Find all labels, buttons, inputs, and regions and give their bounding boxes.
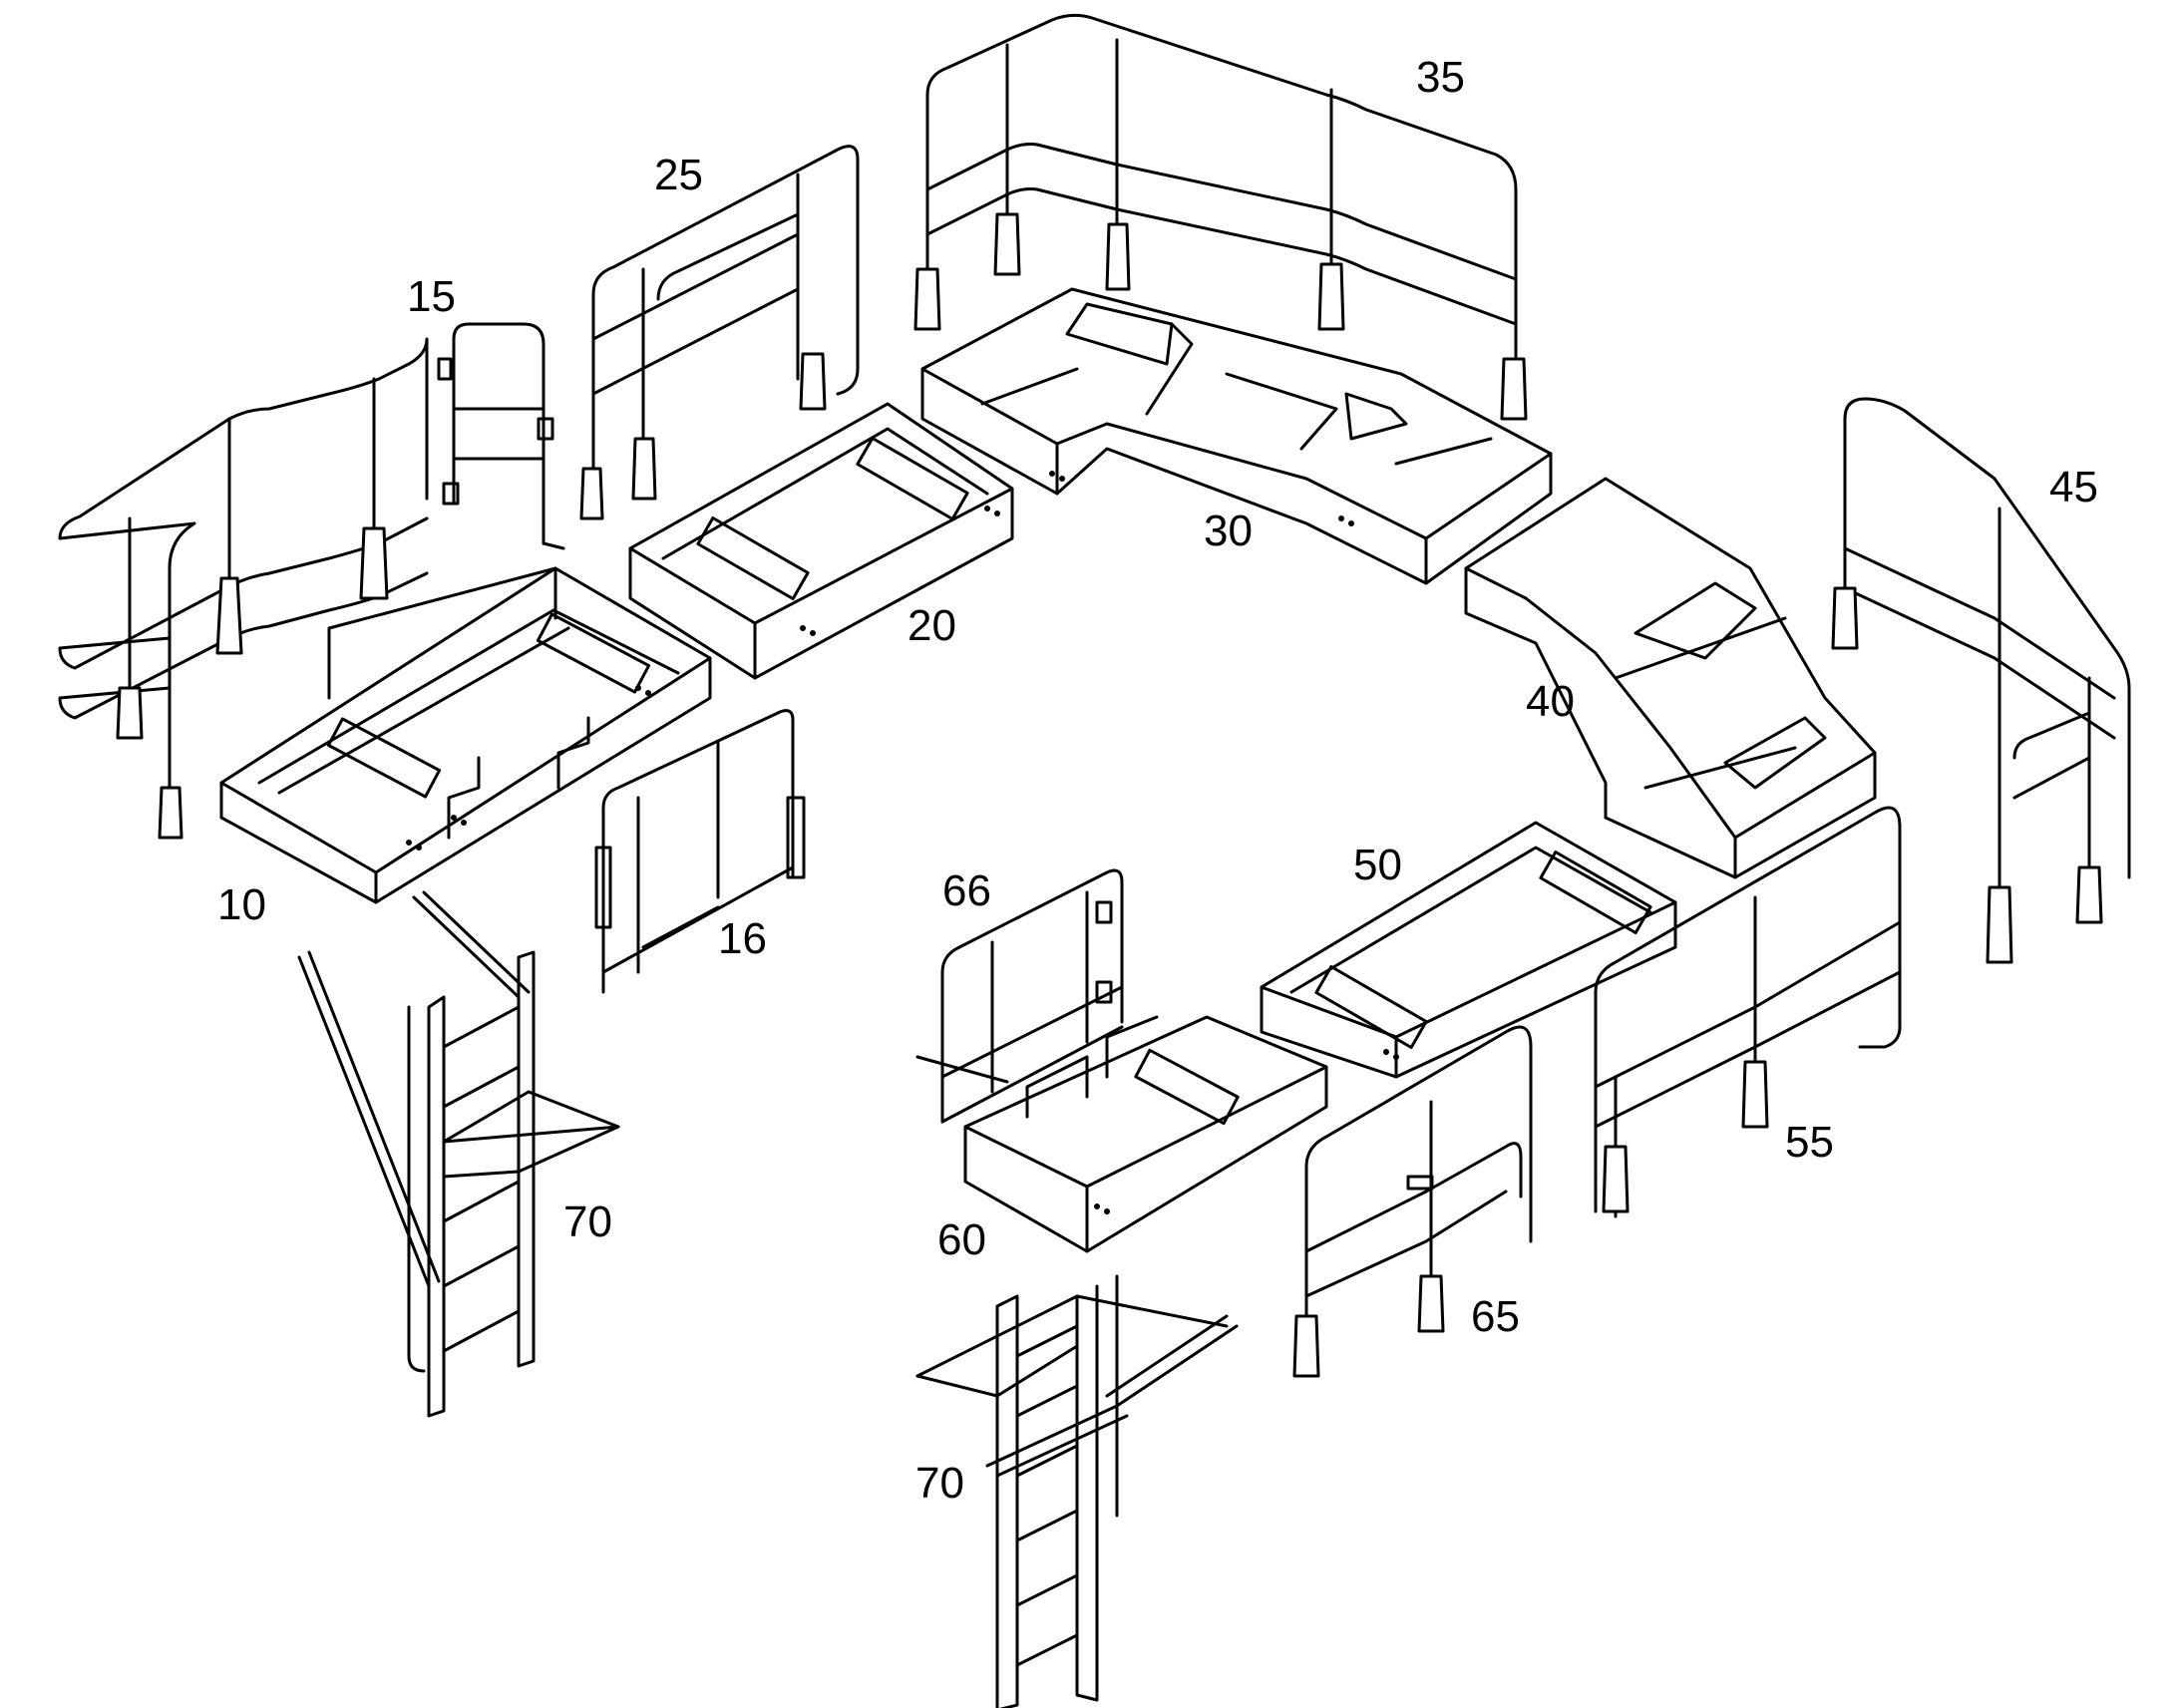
callout-60: 60 (937, 1215, 986, 1264)
callout-10: 10 (217, 880, 266, 929)
part-15-handrail (58, 337, 429, 840)
callout-50: 50 (1353, 841, 1402, 889)
part-55-handrail (1594, 806, 1902, 1218)
part-40-angled-frame (1464, 477, 1877, 879)
part-66-gate (915, 868, 1124, 1124)
part-10-walkway-frame (219, 566, 712, 904)
part-15-gate (437, 322, 565, 550)
callout-70-right: 70 (915, 1459, 964, 1508)
part-35-handrail (913, 13, 1528, 421)
callout-45: 45 (2049, 463, 2098, 512)
callout-35: 35 (1416, 53, 1465, 102)
callout-20: 20 (908, 601, 956, 650)
part-65-handrail (1292, 1025, 1533, 1378)
callout-16: 16 (718, 914, 767, 963)
callout-labels: 10 15 16 20 25 30 35 40 45 50 55 60 65 6… (217, 53, 2098, 1508)
part-30-center-frame (920, 287, 1553, 585)
callout-30: 30 (1204, 507, 1253, 555)
callout-66: 66 (942, 866, 991, 915)
callout-25: 25 (654, 151, 703, 199)
part-50-walkway-frame (1260, 821, 1677, 1079)
callout-40: 40 (1526, 677, 1575, 726)
part-45-handrail (1831, 397, 2131, 964)
part-70-ladder-right (915, 1274, 1239, 1708)
part-16-gate (594, 709, 806, 994)
part-70-ladder-left (297, 890, 620, 1418)
part-20-walkway-frame (628, 402, 1014, 680)
callout-55: 55 (1785, 1118, 1834, 1167)
part-60-end-frame (963, 1015, 1328, 1253)
callout-70-left: 70 (563, 1197, 612, 1246)
callout-65: 65 (1471, 1292, 1520, 1341)
callout-15: 15 (407, 272, 456, 321)
part-25-handrail (579, 145, 860, 520)
